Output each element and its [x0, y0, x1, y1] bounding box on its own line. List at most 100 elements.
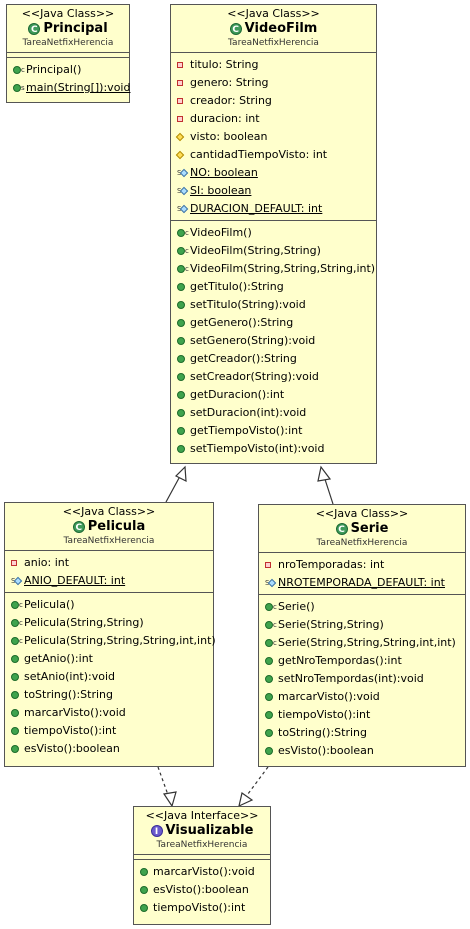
public-method-icon — [177, 300, 185, 309]
visualizable-methods: marcarVisto():void esVisto():boolean tie… — [134, 860, 270, 919]
public-method-icon — [11, 672, 19, 681]
serie-fields: nroTemporadas: int SNROTEMPORADA_DEFAULT… — [259, 553, 465, 595]
method-row: getGenero():String — [171, 314, 376, 332]
principal-fields — [7, 53, 129, 58]
field-row: SNO: boolean — [171, 164, 376, 182]
field-row: nroTemporadas: int — [259, 556, 465, 574]
public-constructor-icon — [13, 65, 21, 74]
field-row: SANIO_DEFAULT: int — [5, 572, 213, 590]
public-method-icon — [177, 354, 185, 363]
public-method-icon — [11, 690, 19, 699]
serie-realizes-arrowhead — [238, 791, 254, 808]
pelicula-realizes-arrowhead — [162, 791, 177, 808]
field-row: visto: boolean — [171, 128, 376, 146]
private-field-icon — [177, 61, 183, 68]
public-constructor-icon — [265, 620, 273, 629]
public-method-icon — [265, 728, 273, 737]
static-final-icon: S — [177, 187, 181, 195]
field-row: duracion: int — [171, 110, 376, 128]
method-row: cVideoFilm(String,String,String,int) — [171, 260, 376, 278]
method-row: tiempoVisto():int — [259, 706, 465, 724]
field-row: anio: int — [5, 554, 213, 572]
public-method-icon — [177, 372, 185, 381]
field-row: creador: String — [171, 92, 376, 110]
public-method-icon — [11, 654, 19, 663]
method-row: esVisto():boolean — [259, 742, 465, 760]
class-icon: C — [229, 22, 242, 35]
videofilm-package: TareaNetfixHerencia — [228, 38, 319, 48]
method-row: toString():String — [259, 724, 465, 742]
method-row: cVideoFilm(String,String) — [171, 242, 376, 260]
public-method-icon — [177, 408, 185, 417]
private-field-icon — [177, 79, 183, 86]
public-constructor-icon — [11, 618, 19, 627]
pelicula-fields: anio: int SANIO_DEFAULT: int — [5, 551, 213, 593]
videofilm-stereotype: <<Java Class>> — [227, 7, 320, 20]
field-row: SSI: boolean — [171, 182, 376, 200]
public-method-icon — [177, 444, 185, 453]
public-method-icon — [140, 867, 148, 876]
class-icon: C — [28, 22, 41, 35]
public-method-icon — [265, 656, 273, 665]
method-row: cPelicula() — [5, 596, 213, 614]
method-row: cSerie(String,String,String,int,int) — [259, 634, 465, 652]
method-row: cSerie() — [259, 598, 465, 616]
private-field-icon — [265, 561, 271, 568]
visualizable-package: TareaNetfixHerencia — [156, 840, 248, 850]
method-row: cPrincipal() — [7, 61, 129, 79]
method-row: toString():String — [5, 686, 213, 704]
principal-name: Principal — [43, 21, 108, 36]
principal-methods: cPrincipal() smain(String[]):void — [7, 58, 130, 99]
public-method-icon — [265, 710, 273, 719]
private-field-icon — [177, 115, 183, 122]
public-constructor-icon — [11, 600, 19, 609]
field-row: cantidadTiempoVisto: int — [171, 146, 376, 164]
method-row: smain(String[]):void — [7, 79, 130, 97]
package-field-icon — [175, 150, 185, 159]
method-row: setTitulo(String):void — [171, 296, 376, 314]
method-row: getAnio():int — [5, 650, 213, 668]
pelicula-realizes-line — [157, 766, 173, 807]
public-method-icon — [177, 336, 185, 345]
public-method-icon — [177, 318, 185, 327]
public-constructor-icon — [177, 228, 185, 237]
method-row: marcarVisto():void — [259, 688, 465, 706]
serie-methods: cSerie() cSerie(String,String) cSerie(St… — [259, 595, 465, 762]
videofilm-methods: cVideoFilm() cVideoFilm(String,String) c… — [171, 221, 376, 460]
public-method-icon — [140, 885, 148, 894]
pelicula-package: TareaNetfixHerencia — [63, 536, 155, 546]
public-constructor-icon — [177, 246, 185, 255]
principal-stereotype: <<Java Class>> — [21, 7, 115, 20]
method-row: tiempoVisto():int — [134, 899, 270, 917]
method-row: esVisto():boolean — [5, 740, 213, 758]
pelicula-stereotype: <<Java Class>> — [62, 505, 156, 518]
method-row: getCreador():String — [171, 350, 376, 368]
serie-package: TareaNetfixHerencia — [316, 538, 408, 548]
method-row: marcarVisto():void — [5, 704, 213, 722]
videofilm-name: VideoFilm — [244, 21, 318, 36]
method-row: marcarVisto():void — [134, 863, 270, 881]
private-field-icon — [177, 97, 183, 104]
method-row: getNroTempordas():int — [259, 652, 465, 670]
public-method-icon — [11, 726, 19, 735]
static-final-icon: S — [265, 579, 269, 587]
public-method-icon — [265, 692, 273, 701]
visualizable-name: Visualizable — [165, 823, 254, 838]
public-method-icon — [140, 903, 148, 912]
static-final-icon: S — [11, 577, 15, 585]
pelicula-name: Pelicula — [87, 519, 146, 534]
static-final-icon: S — [177, 169, 181, 177]
public-method-icon — [177, 426, 185, 435]
public-method-icon — [265, 674, 273, 683]
